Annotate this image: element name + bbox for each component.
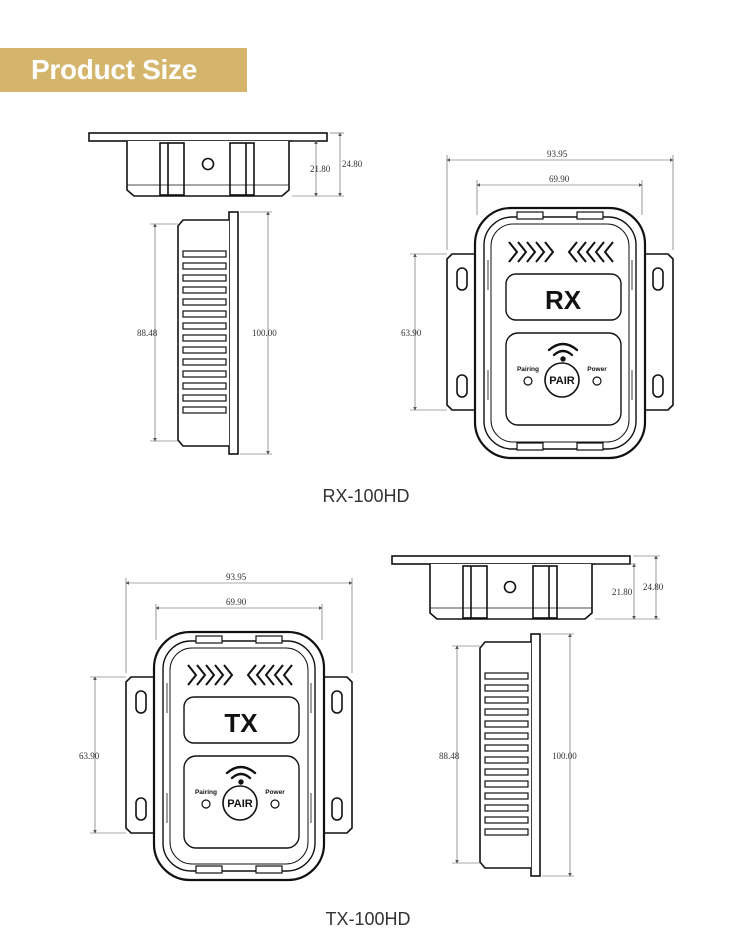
tx-caption: TX-100HD <box>325 909 411 929</box>
tx-power-led <box>270 799 280 809</box>
tx-total-depth-label: 24.80 <box>643 582 664 592</box>
rx-side-outer-label: 100.00 <box>252 328 277 338</box>
rx-top-dims: 21.80 24.80 <box>292 132 363 197</box>
tx-chevron-left-icon <box>246 664 293 686</box>
tx-side-dims: 88.48 100.00 <box>439 633 577 877</box>
rx-chevron-left-icon <box>567 241 614 263</box>
tx-pair-button-label: PAIR <box>227 798 253 810</box>
rx-height-label: 63.90 <box>401 328 422 338</box>
tx-chevron-right-icon <box>187 664 234 686</box>
rx-power-led <box>592 376 602 386</box>
rx-pair-button-label: PAIR <box>549 375 575 387</box>
tx-wireless-icon <box>225 765 257 785</box>
rx-total-depth-label: 24.80 <box>342 159 363 169</box>
rx-side-view <box>177 211 239 455</box>
tx-power-label: Power <box>265 789 285 796</box>
tx-side-outer-label: 100.00 <box>552 751 577 761</box>
tx-inner-width-label: 69.90 <box>226 597 247 607</box>
rx-wireless-icon <box>547 342 579 362</box>
section-title: Product Size <box>31 54 197 85</box>
tx-front-dims: 93.95 69.90 63.90 <box>79 572 353 834</box>
tx-outer-width-label: 93.95 <box>226 572 247 582</box>
rx-pairing-label: Pairing <box>517 366 539 373</box>
tx-pairing-label: Pairing <box>195 789 217 796</box>
section-banner: Product Size <box>0 48 247 92</box>
rx-outer-width-label: 93.95 <box>547 149 568 159</box>
tx-front-view <box>125 630 353 882</box>
rx-chevron-right-icon <box>508 241 555 263</box>
rx-top-view <box>88 132 328 197</box>
tx-top-dims: 21.80 24.80 <box>595 555 664 620</box>
tx-pair-button <box>222 785 258 821</box>
tx-side-view <box>479 633 541 877</box>
tx-depth-label: 21.80 <box>612 587 633 597</box>
rx-caption: RX-100HD <box>322 486 410 506</box>
rx-inner-width-label: 69.90 <box>549 174 570 184</box>
rx-depth-label: 21.80 <box>310 164 331 174</box>
tx-pairing-led <box>201 799 211 809</box>
tx-height-label: 63.90 <box>79 751 100 761</box>
rx-side-dims: 88.48 100.00 <box>137 211 277 455</box>
rx-front-dims: 93.95 69.90 63.90 <box>401 149 674 411</box>
rx-pairing-led <box>523 376 533 386</box>
rx-side-inner-label: 88.48 <box>137 328 158 338</box>
tx-top-view <box>391 555 631 620</box>
rx-front-view <box>446 206 674 460</box>
rx-pair-button <box>544 362 580 398</box>
tx-panel-label: TX <box>224 708 258 738</box>
rx-power-label: Power <box>587 366 607 373</box>
tx-side-inner-label: 88.48 <box>439 751 460 761</box>
rx-panel-label: RX <box>545 285 582 315</box>
